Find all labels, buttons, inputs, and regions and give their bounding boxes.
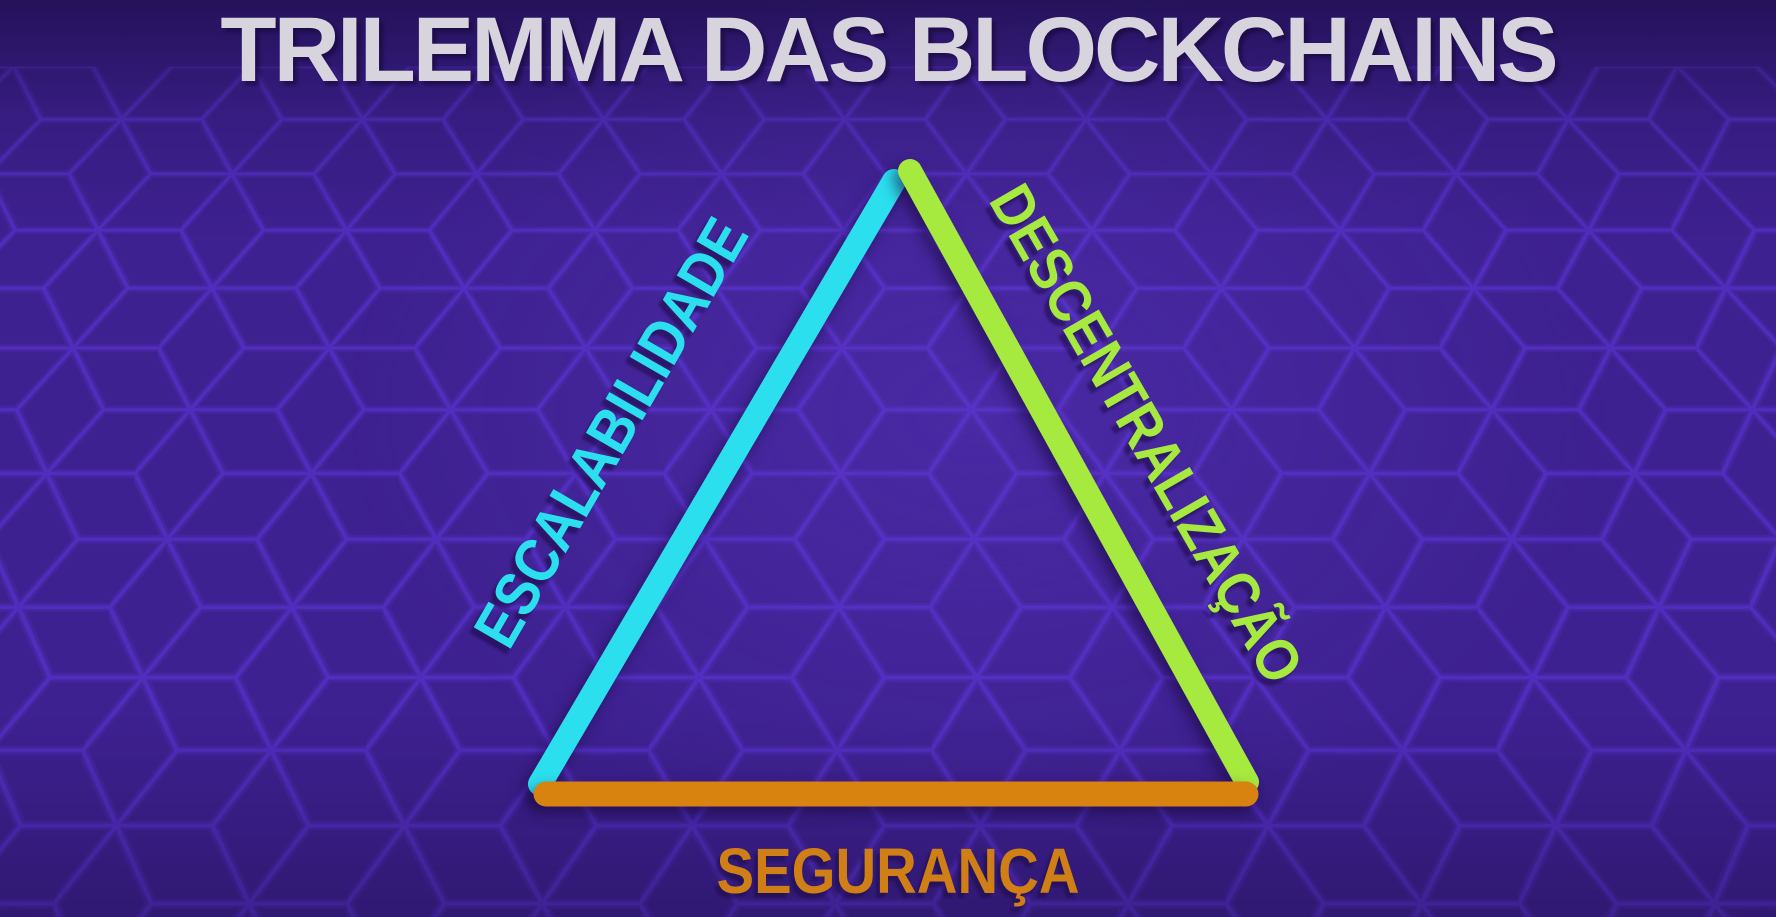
page-title: TRILEMMA DAS BLOCKCHAINS <box>220 0 1558 101</box>
triangle-side-descentralizacao <box>898 159 1259 794</box>
label-seguranca: SEGURANÇA <box>716 835 1080 907</box>
triangle-side-escalabilidade <box>528 169 906 796</box>
